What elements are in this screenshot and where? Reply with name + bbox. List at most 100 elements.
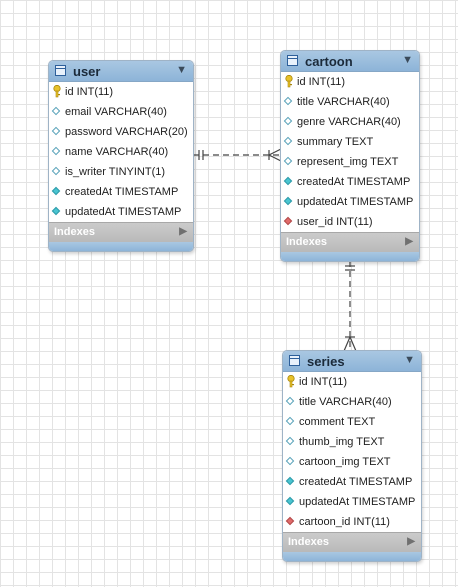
column-label: represent_img TEXT — [297, 156, 399, 168]
table-title: cartoon — [305, 54, 353, 69]
table-footer — [281, 252, 419, 261]
diamond-icon — [283, 96, 293, 106]
column-label: createdAt TIMESTAMP — [65, 186, 179, 198]
column-label: updatedAt TIMESTAMP — [299, 496, 416, 508]
column-row[interactable]: id INT(11) — [283, 372, 421, 392]
table-user[interactable]: user ▼ id INT(11) email VARCHAR(40) passwo… — [48, 60, 194, 252]
column-row[interactable]: cartoon_id INT(11) — [283, 512, 421, 532]
diamond-icon — [285, 416, 295, 426]
column-label: updatedAt TIMESTAMP — [297, 196, 414, 208]
diamond-icon — [51, 146, 61, 156]
indexes-label: Indexes — [288, 536, 329, 548]
diamond-icon — [285, 436, 295, 446]
relationship-cartoon-series[interactable] — [343, 261, 357, 352]
diamond-icon — [283, 196, 293, 206]
column-row[interactable]: id INT(11) — [281, 72, 419, 92]
column-label: is_writer TINYINT(1) — [65, 166, 166, 178]
column-label: email VARCHAR(40) — [65, 106, 167, 118]
column-label: id INT(11) — [297, 76, 346, 88]
diamond-icon — [51, 106, 61, 116]
column-row[interactable]: title VARCHAR(40) — [281, 92, 419, 112]
table-cartoon[interactable]: cartoon ▼ id INT(11) title VARCHAR(40) gen… — [280, 50, 420, 262]
chevron-down-icon[interactable]: ▼ — [404, 354, 415, 366]
column-list: id INT(11) title VARCHAR(40) comment TEXT t… — [283, 372, 421, 532]
indexes-label: Indexes — [286, 236, 327, 248]
column-row[interactable]: name VARCHAR(40) — [49, 142, 193, 162]
column-row[interactable]: id INT(11) — [49, 82, 193, 102]
column-label: thumb_img TEXT — [299, 436, 385, 448]
diamond-icon — [285, 456, 295, 466]
relationship-user-cartoon[interactable] — [193, 148, 282, 162]
table-header[interactable]: cartoon ▼ — [281, 51, 419, 72]
table-title: series — [307, 354, 345, 369]
indexes-section[interactable]: Indexes ▶ — [283, 532, 421, 552]
column-label: id INT(11) — [65, 86, 114, 98]
column-label: name VARCHAR(40) — [65, 146, 169, 158]
column-list: id INT(11) email VARCHAR(40) password VARC… — [49, 82, 193, 222]
indexes-label: Indexes — [54, 226, 95, 238]
column-label: title VARCHAR(40) — [297, 96, 390, 108]
key-icon — [285, 74, 293, 88]
column-row[interactable]: thumb_img TEXT — [283, 432, 421, 452]
column-row[interactable]: updatedAt TIMESTAMP — [49, 202, 193, 222]
column-label: cartoon_id INT(11) — [299, 516, 390, 528]
table-header[interactable]: series ▼ — [283, 351, 421, 372]
diamond-icon — [283, 116, 293, 126]
column-label: password VARCHAR(20) — [65, 126, 188, 138]
play-arrow-icon[interactable]: ▶ — [405, 236, 413, 247]
diamond-icon — [283, 136, 293, 146]
indexes-section[interactable]: Indexes ▶ — [281, 232, 419, 252]
column-label: user_id INT(11) — [297, 216, 373, 228]
diamond-icon — [283, 176, 293, 186]
column-row[interactable]: summary TEXT — [281, 132, 419, 152]
column-row[interactable]: createdAt TIMESTAMP — [281, 172, 419, 192]
column-row[interactable]: updatedAt TIMESTAMP — [283, 492, 421, 512]
column-row[interactable]: genre VARCHAR(40) — [281, 112, 419, 132]
column-row[interactable]: represent_img TEXT — [281, 152, 419, 172]
column-label: summary TEXT — [297, 136, 374, 148]
column-row[interactable]: createdAt TIMESTAMP — [283, 472, 421, 492]
column-label: updatedAt TIMESTAMP — [65, 206, 182, 218]
indexes-section[interactable]: Indexes ▶ — [49, 222, 193, 242]
column-row[interactable]: title VARCHAR(40) — [283, 392, 421, 412]
key-icon — [53, 84, 61, 98]
diamond-icon — [51, 166, 61, 176]
diamond-icon — [283, 156, 293, 166]
column-label: id INT(11) — [299, 376, 348, 388]
table-icon — [287, 55, 298, 66]
diamond-icon — [51, 206, 61, 216]
diamond-icon — [51, 126, 61, 136]
diamond-icon — [285, 516, 295, 526]
column-label: genre VARCHAR(40) — [297, 116, 401, 128]
diamond-icon — [285, 476, 295, 486]
column-row[interactable]: password VARCHAR(20) — [49, 122, 193, 142]
column-label: cartoon_img TEXT — [299, 456, 391, 468]
column-label: createdAt TIMESTAMP — [297, 176, 411, 188]
column-row[interactable]: updatedAt TIMESTAMP — [281, 192, 419, 212]
column-row[interactable]: is_writer TINYINT(1) — [49, 162, 193, 182]
play-arrow-icon[interactable]: ▶ — [407, 536, 415, 547]
table-title: user — [73, 64, 101, 79]
diamond-icon — [285, 496, 295, 506]
diamond-icon — [285, 396, 295, 406]
diamond-icon — [283, 216, 293, 226]
chevron-down-icon[interactable]: ▼ — [402, 54, 413, 66]
diamond-icon — [51, 186, 61, 196]
table-footer — [283, 552, 421, 561]
column-row[interactable]: createdAt TIMESTAMP — [49, 182, 193, 202]
key-icon — [287, 374, 295, 388]
column-row[interactable]: comment TEXT — [283, 412, 421, 432]
column-row[interactable]: email VARCHAR(40) — [49, 102, 193, 122]
column-list: id INT(11) title VARCHAR(40) genre VARCHAR… — [281, 72, 419, 232]
column-label: comment TEXT — [299, 416, 376, 428]
table-icon — [289, 355, 300, 366]
table-footer — [49, 242, 193, 251]
column-label: title VARCHAR(40) — [299, 396, 392, 408]
table-series[interactable]: series ▼ id INT(11) title VARCHAR(40) comm… — [282, 350, 422, 562]
play-arrow-icon[interactable]: ▶ — [179, 226, 187, 237]
column-row[interactable]: user_id INT(11) — [281, 212, 419, 232]
column-row[interactable]: cartoon_img TEXT — [283, 452, 421, 472]
chevron-down-icon[interactable]: ▼ — [176, 64, 187, 76]
table-header[interactable]: user ▼ — [49, 61, 193, 82]
